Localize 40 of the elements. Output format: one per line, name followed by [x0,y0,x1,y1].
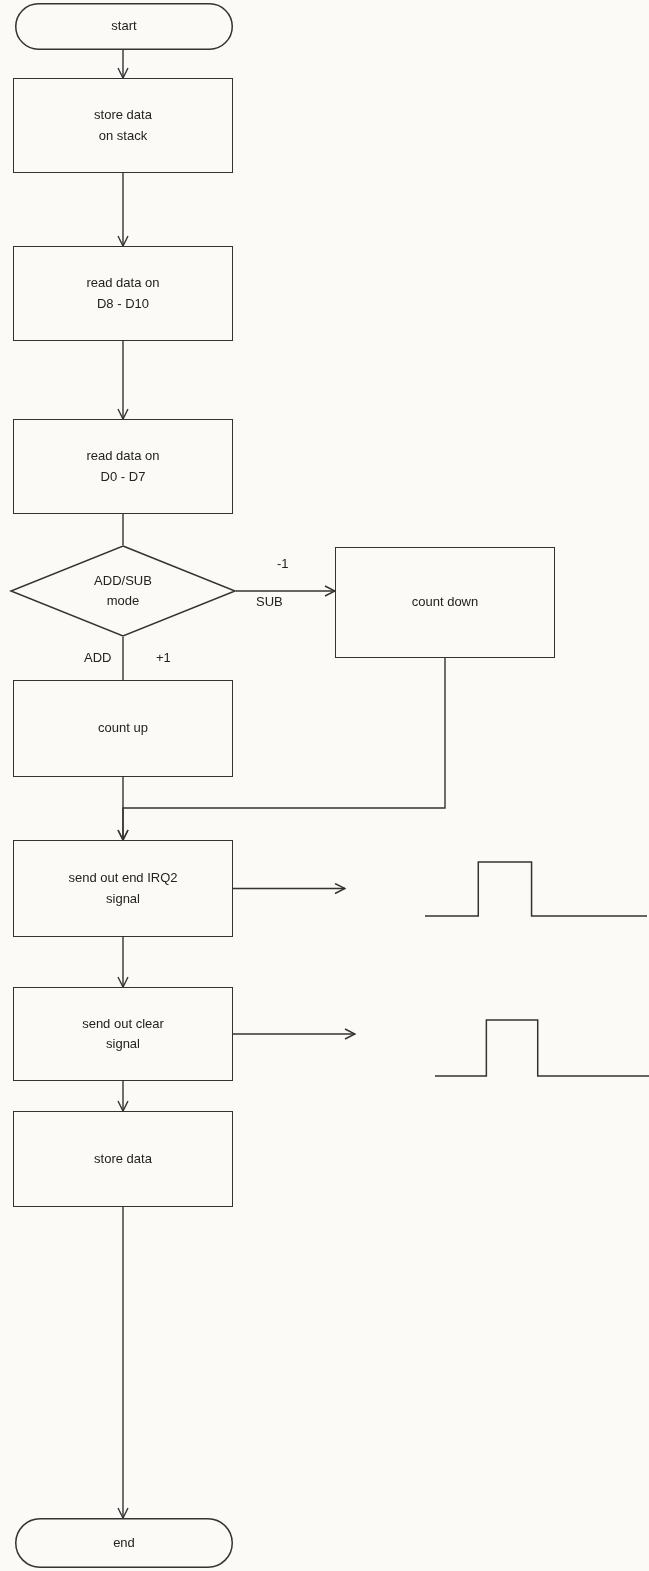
node-text: start [110,17,138,36]
branch-label: +1 [156,650,171,665]
node-text: end [112,1533,136,1552]
pulse-waveform-drawing [435,1018,649,1078]
arrow [117,776,129,841]
node-text: store data [93,1149,153,1168]
branch-label: SUB [256,594,283,609]
node-text: store data on stack [93,106,153,145]
arrow [232,882,346,895]
terminal-shape [15,3,233,50]
arrow [117,936,129,988]
connector-line [122,513,124,546]
node-text: count down [410,593,480,612]
node-text: count up [97,719,149,738]
arrow [117,49,129,79]
node-text: send out clear signal [81,1014,165,1053]
arrow [117,172,129,247]
pulse-waveform-drawing [425,860,647,918]
branch-label: -1 [277,556,289,571]
branch-label: ADD [84,650,112,665]
process-box [13,1111,233,1207]
arrow [117,1206,129,1519]
arrow [117,1080,129,1112]
node-text: ADD/SUB mode [93,571,153,610]
process-box [13,840,233,937]
process-box [13,680,233,777]
process-box [335,547,555,658]
process-box [13,419,233,514]
connector-line [122,636,124,681]
node-text: read data on D0 - D7 [85,447,161,486]
node-text: send out end IRQ2 signal [67,869,179,908]
arrow [232,1028,356,1040]
process-box [13,78,233,173]
process-box [13,246,233,341]
process-box [13,987,233,1081]
terminal-shape [15,1518,233,1568]
node-text: read data on D8 - D10 [85,274,161,313]
arrow [235,585,336,597]
arrow [117,340,129,420]
decision-diamond [10,545,236,637]
